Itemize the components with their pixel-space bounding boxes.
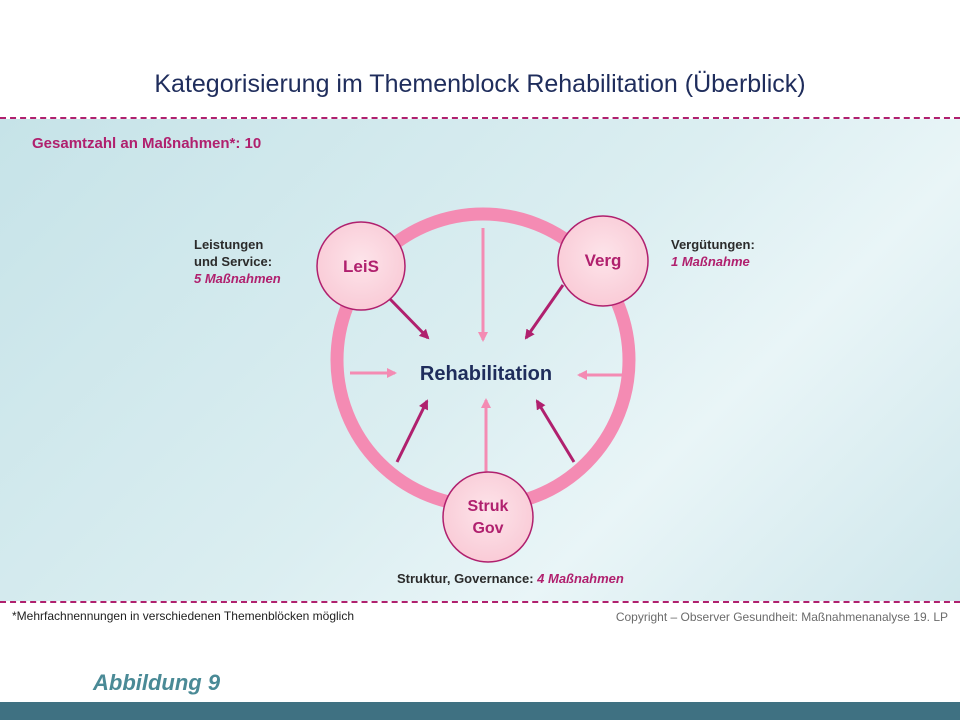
arrow-lower-right xyxy=(535,399,576,463)
total-measures-label: Gesamtzahl an Maßnahmen*: 10 xyxy=(32,135,262,152)
arrow-verg xyxy=(524,284,565,340)
node-leis: LeiS xyxy=(316,221,406,311)
leis-category-label: Leistungen und Service: 5 Maßnahmen xyxy=(194,236,281,287)
arrow-leis xyxy=(386,295,430,340)
footnote: *Mehrfachnennungen in verschiedenen Them… xyxy=(12,609,354,623)
node-strukgov-line1: Struk xyxy=(468,498,509,515)
node-leis-label: LeiS xyxy=(343,257,379,276)
verg-category-count: 1 Maßnahme xyxy=(671,254,750,269)
node-verg: Verg xyxy=(557,215,649,307)
node-strukgov-line2: Gov xyxy=(472,520,503,537)
leis-category-count: 5 Maßnahmen xyxy=(194,271,281,286)
strukgov-category-text: Struktur, Governance: xyxy=(397,571,538,586)
leis-category-line2: und Service: xyxy=(194,254,273,269)
top-divider xyxy=(0,117,960,119)
slide-title: Kategorisierung im Themenblock Rehabilit… xyxy=(154,70,806,98)
node-strukgov: Struk Gov xyxy=(442,471,534,563)
arrow-lower-left xyxy=(395,399,429,463)
strukgov-category-count: 4 Maßnahmen xyxy=(537,571,624,586)
copyright: Copyright – Observer Gesundheit: Maßnahm… xyxy=(615,610,948,624)
leis-category-line1: Leistungen xyxy=(194,237,264,252)
node-verg-label: Verg xyxy=(585,251,622,270)
center-label: Rehabilitation xyxy=(420,363,552,385)
bottom-divider xyxy=(0,601,960,603)
footer-bar xyxy=(0,702,960,720)
verg-category-label: Vergütungen: 1 Maßnahme xyxy=(671,236,755,270)
figure-label: Abbildung 9 xyxy=(93,670,221,695)
verg-category-line1: Vergütungen: xyxy=(671,237,755,252)
strukgov-category-label: Struktur, Governance: 4 Maßnahmen xyxy=(397,570,624,587)
